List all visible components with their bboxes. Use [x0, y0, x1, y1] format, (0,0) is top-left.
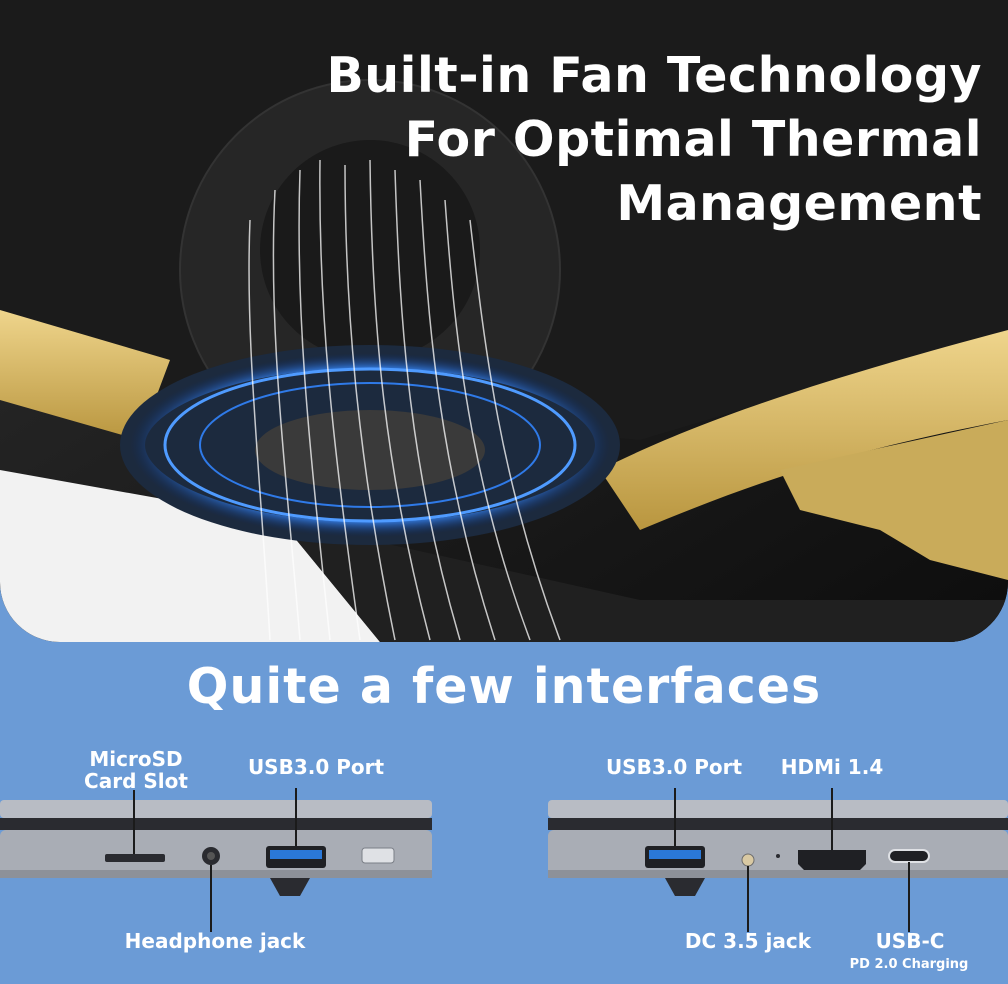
microsd-label-line-2: Card Slot — [84, 769, 188, 793]
ports-diagram: MicroSD Card Slot USB3.0 Port Headphone … — [0, 720, 1008, 984]
headphone-label: Headphone jack — [124, 929, 306, 953]
hdmi-label: HDMi 1.4 — [780, 755, 884, 779]
hero-title: Built-in Fan Technology For Optimal Ther… — [326, 44, 982, 236]
usbc-label: USB-C — [875, 929, 945, 953]
laptop-side-views — [0, 788, 1008, 932]
microsd-label-line-1: MicroSD — [89, 747, 183, 771]
hero-title-line-3: Management — [616, 175, 982, 232]
hero-title-line-2: For Optimal Thermal — [404, 111, 982, 168]
laptop-internals-illustration — [0, 0, 1008, 642]
interfaces-title: Quite a few interfaces — [186, 658, 822, 715]
fan-hero-image: Built-in Fan Technology For Optimal Ther… — [0, 0, 1008, 642]
usbc-note: PD 2.0 Charging — [849, 957, 969, 972]
right-laptop-side — [548, 788, 1008, 932]
left-laptop-side — [0, 788, 432, 932]
usb-left-label: USB3.0 Port — [247, 755, 385, 779]
microsd-label: MicroSD Card Slot — [74, 748, 198, 792]
usb-right-label: USB3.0 Port — [605, 755, 743, 779]
dc-jack-label: DC 3.5 jack — [684, 929, 812, 953]
hero-title-line-1: Built-in Fan Technology — [326, 47, 982, 104]
